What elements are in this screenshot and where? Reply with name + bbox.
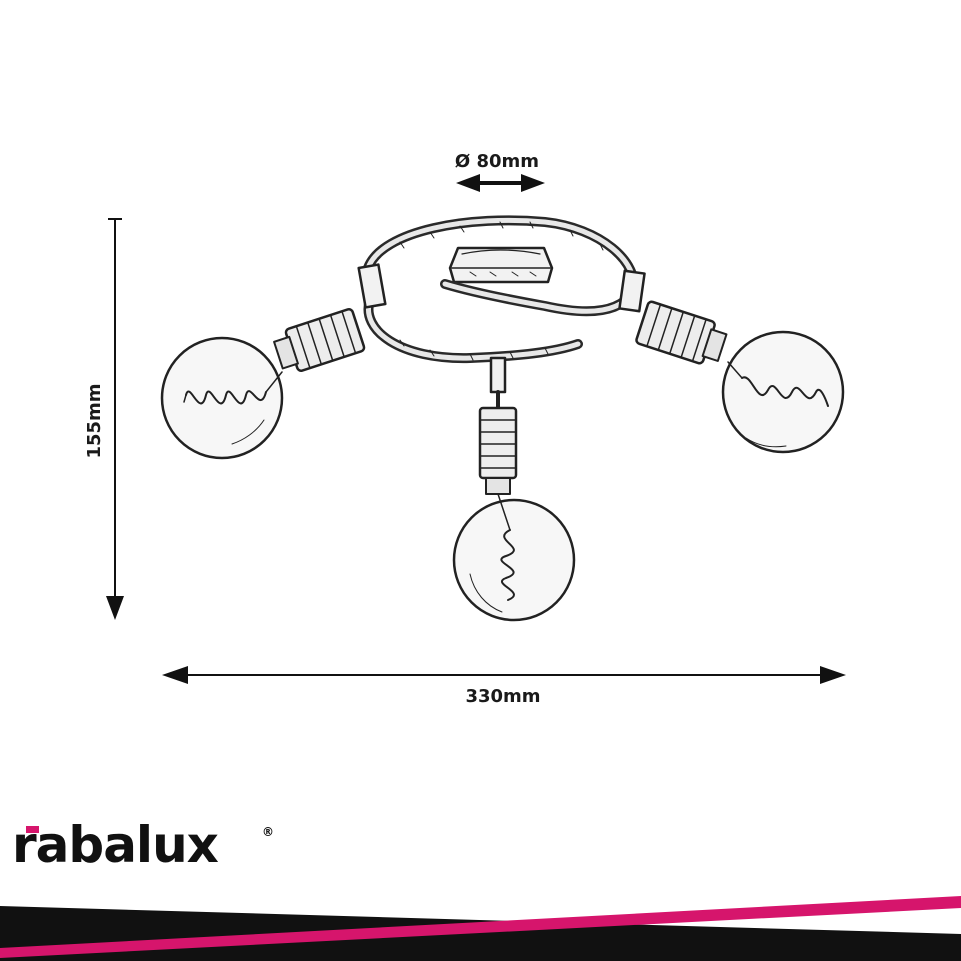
diameter-label: Ø 80mm xyxy=(455,151,539,172)
height-label: 155mm xyxy=(84,383,105,458)
right-bulb-icon xyxy=(721,330,845,454)
diameter-arrow-icon xyxy=(456,174,545,192)
center-stem xyxy=(489,356,507,410)
magenta-stripe xyxy=(0,896,961,958)
diameter-dimension: Ø 80mm xyxy=(455,151,545,192)
width-label: 330mm xyxy=(465,686,540,707)
logo-accent-mark xyxy=(26,826,39,833)
left-bulb-assembly xyxy=(160,308,366,460)
spiral-arm xyxy=(363,215,639,364)
right-bulb-assembly xyxy=(635,300,845,454)
width-arrow-right-icon xyxy=(820,666,846,684)
center-bulb-icon xyxy=(452,498,576,622)
brand-logo: rabalux ® xyxy=(12,816,274,874)
width-dimension: 330mm xyxy=(162,666,846,707)
height-dimension: 155mm xyxy=(84,218,124,620)
ceiling-canopy xyxy=(448,246,554,284)
lamp-icon xyxy=(160,215,845,622)
height-arrow-icon xyxy=(106,596,124,620)
brand-stripes xyxy=(0,896,961,961)
center-bulb-assembly xyxy=(452,406,576,622)
black-stripe xyxy=(0,906,961,961)
width-arrow-left-icon xyxy=(162,666,188,684)
brand-name: rabalux xyxy=(12,816,219,874)
left-bulb-icon xyxy=(160,336,284,460)
registered-mark: ® xyxy=(262,825,274,839)
